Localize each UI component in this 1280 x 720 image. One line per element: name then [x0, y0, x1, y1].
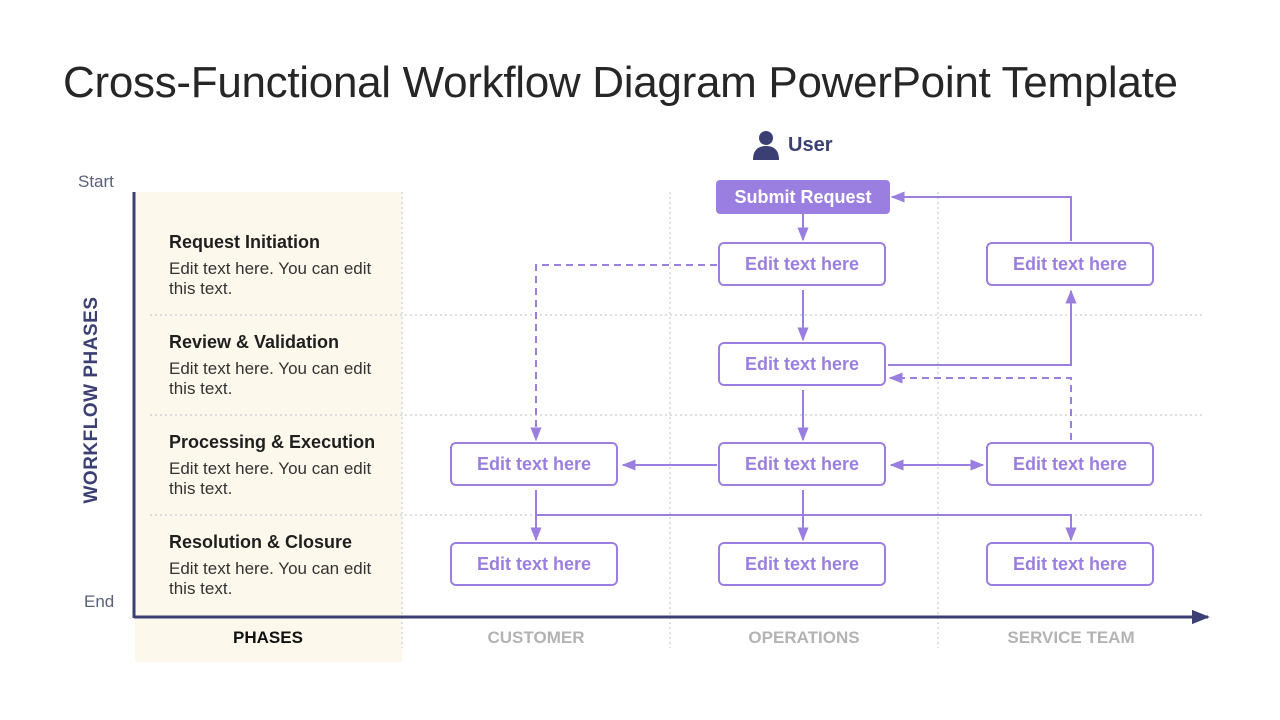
- ops-review-node[interactable]: Edit text here: [718, 342, 886, 386]
- arrow-to-service-closure: [536, 514, 1077, 542]
- end-label: End: [84, 592, 115, 611]
- arrow-review-to-service: [888, 289, 1077, 366]
- phase-processing-execution: Processing & Execution Edit text here. Y…: [169, 432, 399, 499]
- phase-title: Processing & Execution: [169, 432, 376, 452]
- dashed-arrow-ops-to-customer: [530, 264, 717, 442]
- user-label: User: [788, 133, 833, 156]
- column-label-operations: OPERATIONS: [748, 628, 860, 647]
- service-closure-node[interactable]: Edit text here: [986, 542, 1154, 586]
- column-label-service-team: SERVICE TEAM: [1007, 628, 1135, 647]
- page-title: Cross-Functional Workflow Diagram PowerP…: [63, 58, 1178, 107]
- phase-title: Request Initiation: [169, 232, 321, 252]
- phase-request-initiation: Request Initiation Edit text here. You c…: [169, 232, 399, 299]
- phases-column-background: [135, 192, 402, 662]
- customer-closure-node[interactable]: Edit text here: [450, 542, 618, 586]
- phase-title: Resolution & Closure: [169, 532, 353, 552]
- column-label-customer: CUSTOMER: [487, 628, 585, 647]
- ops-initiation-node[interactable]: Edit text here: [718, 242, 886, 286]
- dashed-arrow-service-to-review: [888, 372, 1072, 440]
- workflow-phases-axis-label: WORKFLOW PHASES: [81, 296, 102, 504]
- phase-description[interactable]: Edit text here. You can edit this text.: [169, 459, 372, 498]
- phase-title: Review & Validation: [169, 332, 340, 352]
- submit-request-node[interactable]: Submit Request: [716, 180, 890, 214]
- phase-review-validation: Review & Validation Edit text here. You …: [169, 332, 399, 399]
- phase-description[interactable]: Edit text here. You can edit this text.: [169, 559, 372, 598]
- service-processing-node[interactable]: Edit text here: [986, 442, 1154, 486]
- phase-resolution-closure: Resolution & Closure Edit text here. You…: [169, 532, 399, 599]
- ops-closure-node[interactable]: Edit text here: [718, 542, 886, 586]
- service-initiation-node[interactable]: Edit text here: [986, 242, 1154, 286]
- start-label: Start: [78, 172, 114, 191]
- column-label-phases: PHASES: [233, 628, 303, 647]
- phase-description[interactable]: Edit text here. You can edit this text.: [169, 359, 372, 398]
- customer-processing-node[interactable]: Edit text here: [450, 442, 618, 486]
- user-lane-header: User: [752, 130, 832, 160]
- user-icon: [753, 131, 779, 160]
- arrow-service-to-submit: [890, 191, 1072, 241]
- ops-processing-node[interactable]: Edit text here: [718, 442, 886, 486]
- phase-description[interactable]: Edit text here. You can edit this text.: [169, 259, 372, 298]
